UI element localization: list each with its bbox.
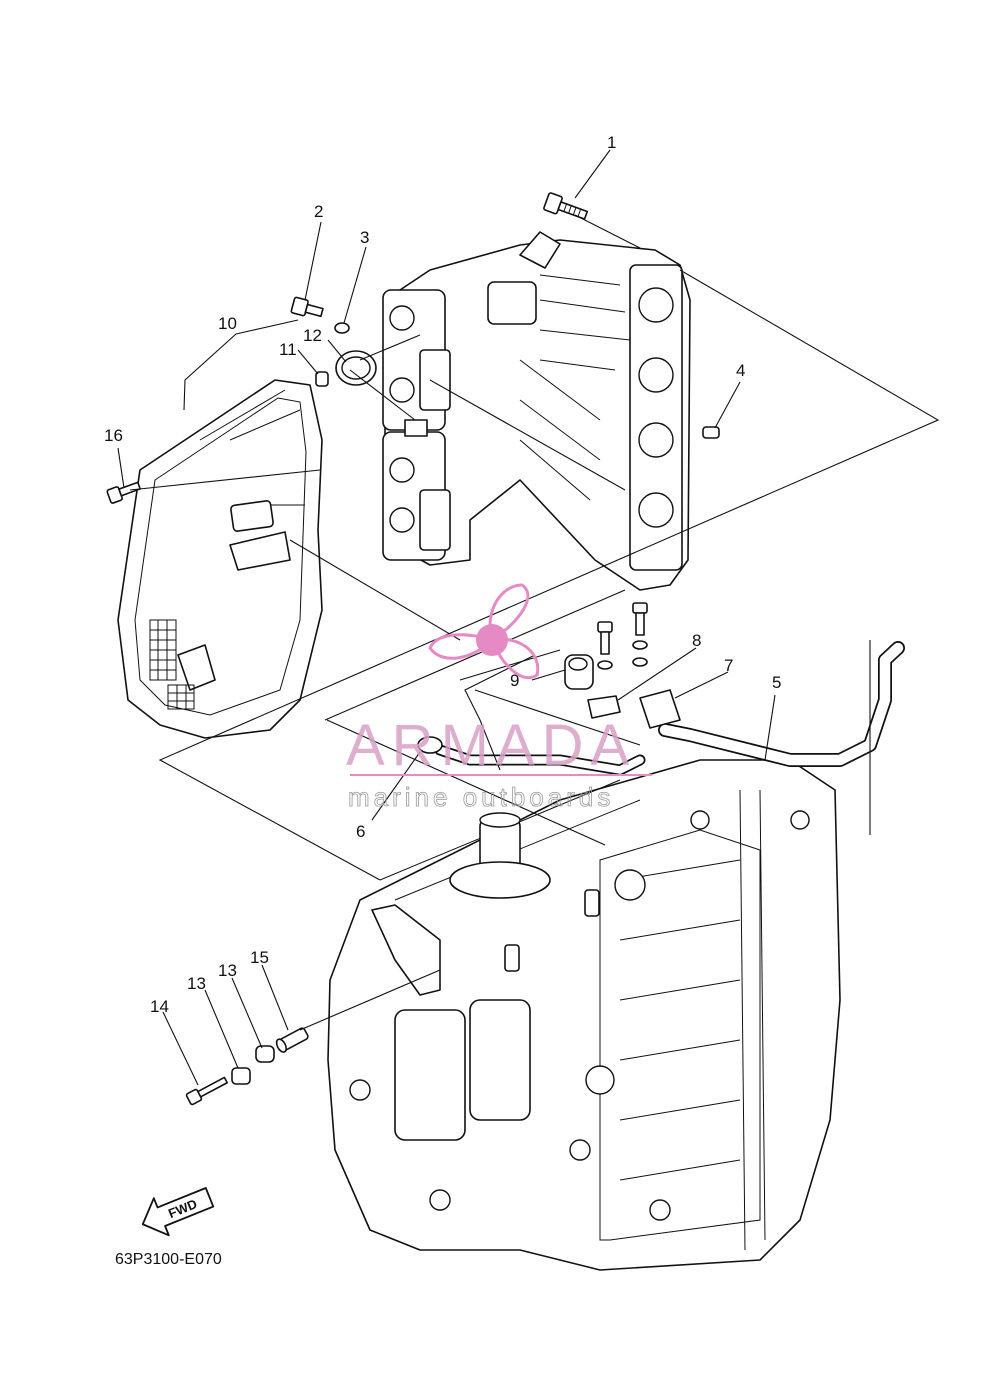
callout-14: 14 [150,997,169,1016]
callout-13: 13 [187,974,206,993]
callout-13b: 13 [218,961,237,980]
intake-silencer [117,379,323,739]
holder-9 [564,654,594,690]
clamp-7 [639,689,681,729]
callout-9: 9 [510,671,519,690]
hose-6 [417,736,646,776]
callout-leaders [117,149,776,1086]
callout-8: 8 [692,631,701,650]
intake-manifold [382,231,691,591]
bolt-upper-b [632,602,648,667]
callout-12: 12 [303,326,322,345]
callout-2: 2 [314,202,323,221]
o-ring-3 [334,322,350,334]
manifold-ports [638,287,674,528]
assembly-guide-lines [129,214,940,1031]
callout-6: 6 [356,822,365,841]
grommet-13b [255,1045,275,1063]
callout-15: 15 [250,948,269,967]
propeller-logo-icon [428,583,540,679]
hose-5 [658,641,905,767]
collar-15 [275,1027,309,1053]
callout-1: 1 [607,133,616,152]
dowel-pin-4 [702,426,720,439]
diagram-code: 63P3100-E070 [115,1251,222,1268]
hub [476,624,508,656]
watermark-title: ARMADA [346,713,636,778]
bolt-16 [106,481,141,504]
bolt-14 [185,1076,228,1106]
callout-16: 16 [104,426,123,445]
blade-b [489,637,540,679]
callout-4: 4 [736,361,745,380]
blade-c [428,633,495,660]
callout-7: 7 [724,656,733,675]
callout-11: 11 [279,340,297,359]
bolt-upper-a [597,621,613,670]
callout-labels: 1 2 3 4 5 6 7 8 9 10 11 12 13 14 15 16 1… [104,133,781,1016]
bolt-2 [290,296,324,318]
fwd-arrow-icon: FWD [141,1187,215,1237]
silencer-grille [149,619,195,710]
callout-3: 3 [360,228,369,247]
watermark-subtitle: marine outboards [348,782,614,812]
blade-a [488,583,530,643]
dowel-11 [315,371,329,387]
armada-watermark: ARMADA marine outboards [346,583,652,812]
bolt-1 [543,192,589,220]
gasket-12 [335,350,377,386]
cylinder-block [327,759,841,1271]
callout-10: 10 [218,314,237,333]
callout-5: 5 [772,673,781,692]
collar-13 [231,1067,251,1085]
plate-8 [587,695,621,719]
